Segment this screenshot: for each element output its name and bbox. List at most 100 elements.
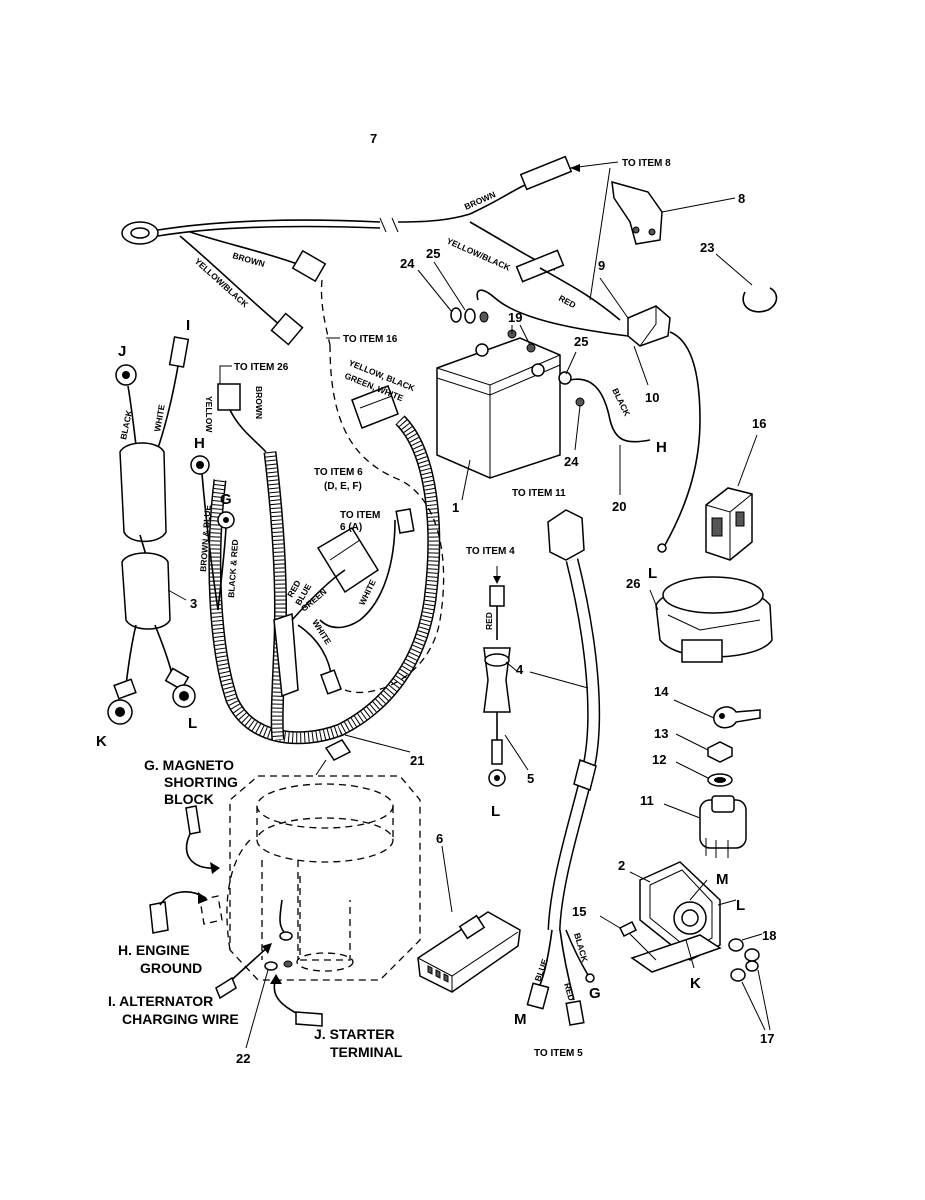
module-item-16 [705,434,758,561]
item-number-14: 14 [654,684,669,699]
wire-brown-26: BROWN [254,386,264,419]
item-number-12: 12 [652,752,666,767]
wire-yellow: YELLOW [204,396,214,433]
dashed-routing [320,279,445,694]
callout-h-line1: H. ENGINE [118,942,190,958]
item-number-24-b: 24 [564,454,579,469]
screw-item-15 [599,915,657,961]
ref-to-item-16: TO ITEM 16 [343,334,398,345]
callout-g-line2: SHORTING [164,774,238,790]
item-number-2: 2 [618,858,625,873]
ignition-parts [663,699,761,858]
leads-h-g [190,455,235,611]
nut-item-13 [707,741,733,763]
yellow-black-spade-connector [270,312,304,346]
wire-black-4: BLACK [572,932,590,964]
ref-to-item-5: TO ITEM 5 [534,1048,583,1059]
callout-g-line3: BLOCK [164,791,214,807]
engine-callout-arrows [149,805,323,1027]
item-number-16: 16 [752,416,766,431]
letter-l-right: L [648,565,657,582]
item-number-7: 7 [370,131,377,146]
letter-k-left: K [96,733,107,750]
to-item-8-pointers [569,161,619,301]
ref-to-item-6-a-sub: 6 (A) [340,522,362,533]
sleeve-upper [119,442,167,543]
item-number-17: 17 [760,1031,774,1046]
wire-yellow-black-left: YELLOW/BLACK [193,256,251,310]
item-number-3: 3 [190,596,197,611]
harness-item-3 [107,336,196,725]
item-number-24: 24 [400,256,415,271]
wire-white-21b: WHITE [310,618,333,647]
cable-item-4 [526,509,601,1026]
relay-item-9 [476,277,701,553]
hardware-items-17-18 [728,933,771,1031]
connector-item-6 [417,845,521,993]
wire-black-j: BLACK [118,408,134,440]
item-number-11: 11 [640,793,654,808]
letter-k-switch: K [690,975,701,992]
item-number-18: 18 [762,928,776,943]
brown-spade-connector [291,249,327,283]
wire-blue-4: BLUE [532,957,549,982]
battery-hardware [417,261,585,451]
ref-to-item-8: TO ITEM 8 [622,158,671,169]
item-number-21: 21 [410,753,424,768]
letter-l-left: L [188,715,197,732]
item-number-10: 10 [645,390,659,405]
item-number-8: 8 [738,191,745,206]
battery-item-1 [436,337,561,501]
ref-to-item-4: TO ITEM 4 [466,546,515,557]
ignition-switch-item-11 [699,795,747,858]
wire-red-4: RED [562,982,577,1002]
panel-bracket-item-2 [629,861,737,973]
item-number-26: 26 [626,576,640,591]
ref-to-item-6-def: TO ITEM 6 [314,467,363,478]
callout-j-line1: J. STARTER [314,1026,395,1042]
item-number-13: 13 [654,726,668,741]
item-number-23: 23 [700,240,714,255]
item-number-5: 5 [527,771,534,786]
ref-to-item-6-def-sub: (D, E, F) [324,481,362,492]
wire-red-5: RED [484,612,494,630]
callout-i-line1: I. ALTERNATOR [108,993,213,1009]
ref-to-item-11: TO ITEM 11 [512,488,566,499]
brown-connector [519,155,573,191]
item-number-15: 15 [572,904,586,919]
item-number-19: 19 [508,310,522,325]
letter-m-switch: M [716,871,729,888]
engine-block [199,739,421,1049]
main-harness-item-7 [121,155,621,346]
ref-to-item-26: TO ITEM 26 [234,362,289,373]
letter-g-bottom: G [589,985,601,1002]
item-number-6: 6 [436,831,443,846]
fuse-lead-item-5 [483,566,529,787]
wire-black-red: BLACK & RED [226,539,240,598]
ground-cable-item-20 [569,378,651,443]
ref-to-item-6-a: TO ITEM [340,510,380,521]
letter-i: I [186,317,190,334]
letter-m-bottom: M [514,1011,527,1028]
sleeve-lower [121,552,171,630]
harness-item-21 [208,383,441,753]
clip-item-23 [742,287,778,313]
item-number-25: 25 [426,246,440,261]
item-number-25-b: 25 [574,334,588,349]
wire-red: RED [557,293,578,310]
yellow-black-connector [515,249,565,283]
item-number-20: 20 [612,499,626,514]
switch-item-26 [649,576,773,663]
item-number-4: 4 [516,662,524,677]
key-item-14 [713,706,761,729]
item-number-9: 9 [598,258,605,273]
letter-h-left: H [194,435,205,452]
letter-l-fuse: L [491,803,500,820]
letter-h-right: H [656,439,667,456]
letter-j: J [118,343,126,360]
callout-j-line2: TERMINAL [330,1044,403,1060]
wire-black-20: BLACK [610,386,632,418]
callout-h-line2: GROUND [140,960,202,976]
letter-g-left: G [220,491,232,508]
